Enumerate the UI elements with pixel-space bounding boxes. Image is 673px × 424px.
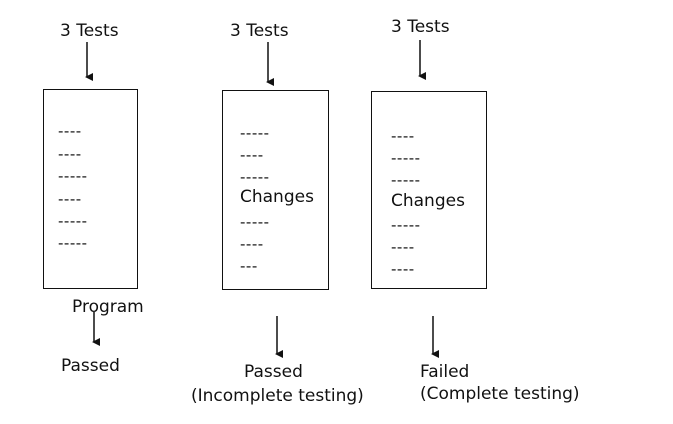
program-box-3: ---- ----- ----- Changes ----- ---- ---- <box>371 91 487 289</box>
input-label-2: 3 Tests <box>230 21 289 41</box>
box3-line: ----- <box>391 149 421 167</box>
box1-line: ----- <box>58 167 88 185</box>
box3-line: ---- <box>391 238 415 256</box>
box2-line: --- <box>240 257 258 275</box>
box1-line: ----- <box>58 212 88 230</box>
result-note-2: (Incomplete testing) <box>191 386 364 406</box>
box3-line: ---- <box>391 260 415 278</box>
box2-line: ----- <box>240 168 270 186</box>
box2-changes-label: Changes <box>240 187 314 207</box>
box3-line: ---- <box>391 127 415 145</box>
box3-line: ----- <box>391 171 421 189</box>
box1-line: ---- <box>58 145 82 163</box>
box3-changes-label: Changes <box>391 191 465 211</box>
result-label-2: Passed <box>244 362 303 382</box>
box2-line: ----- <box>240 213 270 231</box>
box1-line: ---- <box>58 190 82 208</box>
result-label-3: Failed <box>420 362 470 382</box>
box1-line: ----- <box>58 234 88 252</box>
box2-line: ---- <box>240 235 264 253</box>
result-note-3: (Complete testing) <box>420 384 580 404</box>
input-label-3: 3 Tests <box>391 17 450 37</box>
box3-line: ----- <box>391 216 421 234</box>
program-box-1: ---- ---- ----- ---- ----- ----- <box>43 89 138 289</box>
box1-line: ---- <box>58 122 82 140</box>
program-caption: Program <box>72 297 144 317</box>
box2-line: ----- <box>240 124 270 142</box>
input-label-1: 3 Tests <box>60 21 119 41</box>
box2-line: ---- <box>240 146 264 164</box>
program-box-2: ----- ---- ----- Changes ----- ---- --- <box>222 90 329 290</box>
result-label-1: Passed <box>61 356 120 376</box>
